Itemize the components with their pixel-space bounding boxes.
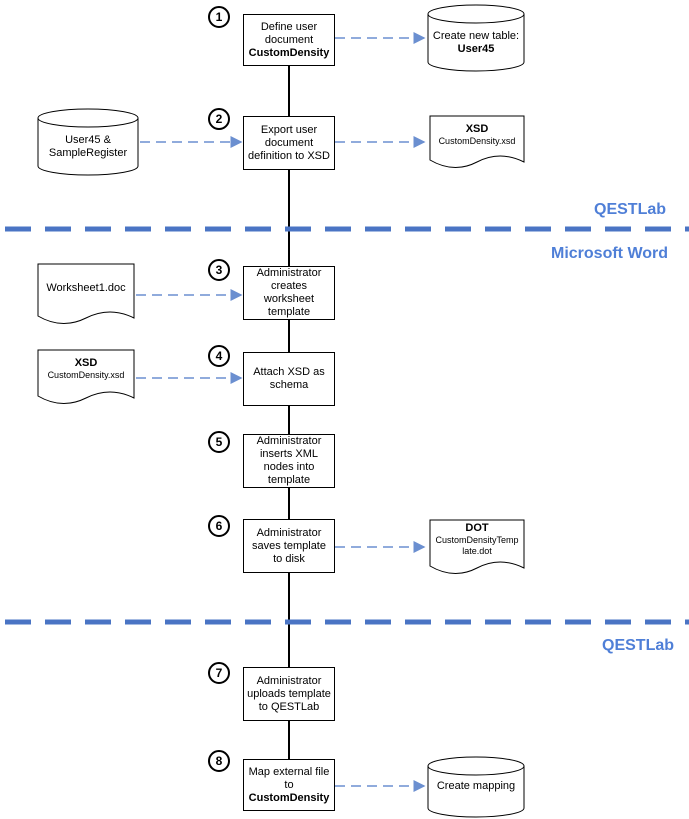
step-3-box: Administrator creates worksheet template <box>243 266 335 320</box>
step-4-number: 4 <box>208 345 230 367</box>
database-new-table <box>427 4 525 72</box>
new-table-text: Create new table: <box>432 30 520 42</box>
dot-label: DOT CustomDensityTemp late.dot <box>432 522 522 557</box>
step-8-line1: Map external file <box>248 765 330 778</box>
worksheet-label: Worksheet1.doc <box>46 282 126 294</box>
step-6-number: 6 <box>208 515 230 537</box>
section-qestlab-top: QESTLab <box>594 201 667 218</box>
step-1-bold: CustomDensity <box>248 46 330 59</box>
step-3-text: Administrator creates worksheet template <box>256 267 322 318</box>
new-table-bold: User45 <box>457 43 495 55</box>
section-qestlab-bottom: QESTLab <box>602 637 675 654</box>
source-db-label: User45 & SampleRegister <box>48 134 128 159</box>
xsd-schema-label: XSD CustomDensity.xsd <box>38 357 134 381</box>
step-7-text: Administrator uploads template to QESTLa… <box>247 674 331 713</box>
database-mapping <box>427 756 525 818</box>
new-table-label: Create new table: User45 <box>430 30 522 56</box>
step-2-text: Export user document definition to XSD <box>248 123 330 162</box>
step-2-number: 2 <box>208 108 230 130</box>
step-6-box: Administrator saves template to disk <box>243 519 335 573</box>
step-8-box: Map external file to CustomDensity <box>243 759 335 811</box>
dot-file: CustomDensityTemp late.dot <box>435 535 519 556</box>
step-7-box: Administrator uploads template to QESTLa… <box>243 667 335 721</box>
mapping-db-label: Create mapping <box>436 780 516 792</box>
document-dot <box>429 519 525 574</box>
step-1-line2: document <box>264 33 314 46</box>
step-8-bold: CustomDensity <box>248 791 330 804</box>
xsd-export-file: CustomDensity.xsd <box>438 136 516 146</box>
xsd-export-title: XSD <box>465 123 489 135</box>
step-3-number: 3 <box>208 259 230 281</box>
step-1-number: 1 <box>208 6 230 28</box>
step-8-number: 8 <box>208 750 230 772</box>
step-5-text: Administrator inserts XML nodes into tem… <box>256 435 322 486</box>
step-5-box: Administrator inserts XML nodes into tem… <box>243 434 335 488</box>
section-microsoft-word: Microsoft Word <box>551 245 669 262</box>
document-xsd-schema <box>37 349 135 404</box>
dot-title: DOT <box>465 522 489 534</box>
step-6-text: Administrator saves template to disk <box>252 526 326 565</box>
document-worksheet <box>37 263 135 324</box>
xsd-schema-file: CustomDensity.xsd <box>47 370 125 380</box>
step-1-box: Define user document CustomDensity <box>243 14 335 66</box>
database-source <box>37 108 139 176</box>
step-5-number: 5 <box>208 431 230 453</box>
xsd-schema-title: XSD <box>74 357 98 369</box>
step-1-line1: Define user <box>260 20 318 33</box>
document-xsd-export <box>429 115 525 168</box>
step-8-line2: to <box>284 778 294 791</box>
step-4-text: Attach XSD as schema <box>253 366 325 391</box>
step-4-box: Attach XSD as schema <box>243 352 335 406</box>
step-7-number: 7 <box>208 662 230 684</box>
xsd-export-label: XSD CustomDensity.xsd <box>430 123 524 147</box>
step-2-box: Export user document definition to XSD <box>243 116 335 170</box>
